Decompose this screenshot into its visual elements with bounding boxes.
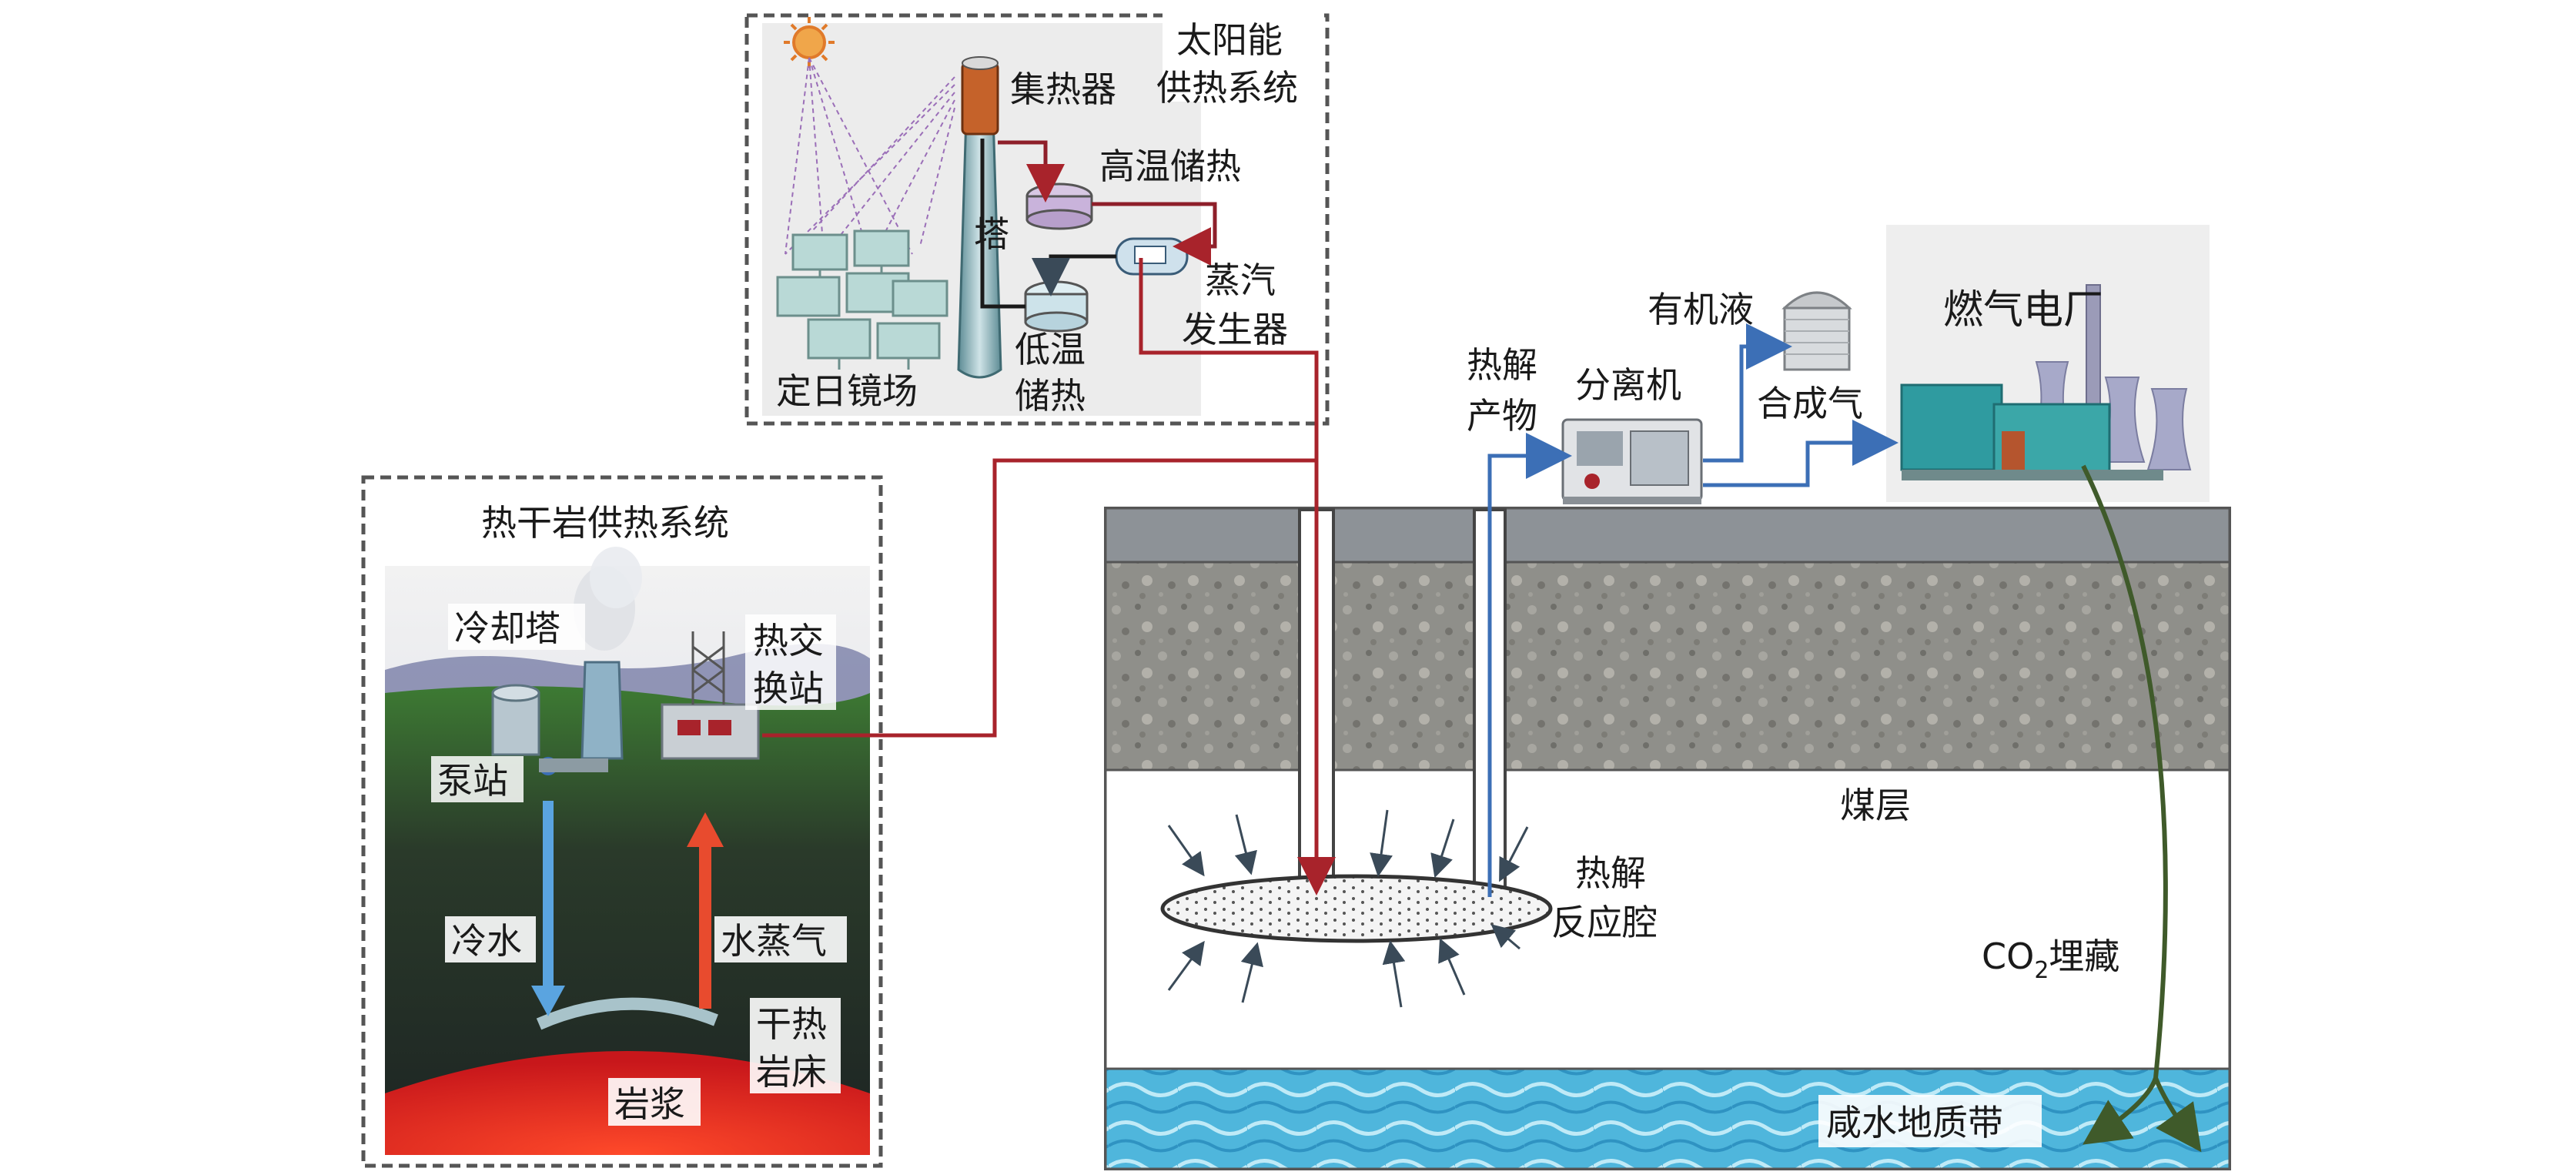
separator-icon bbox=[1561, 418, 1703, 504]
cooling-tower-label-bg bbox=[448, 604, 585, 650]
hdr-heat-exchange-arc bbox=[536, 997, 718, 1030]
overburden-rock-layer bbox=[1104, 561, 2231, 772]
heat-collector-icon bbox=[961, 62, 999, 136]
magma-label: 岩浆 bbox=[614, 1083, 685, 1125]
steam-arrow bbox=[687, 812, 724, 1009]
heat-exchange-label-line1: 热交 bbox=[753, 620, 824, 661]
sun-rays bbox=[785, 57, 955, 255]
collector-label: 集热器 bbox=[1010, 69, 1116, 110]
saline-aquifer-label: 咸水地质带 bbox=[1826, 1102, 2003, 1143]
steam-generator-label-line2: 发生器 bbox=[1182, 309, 1288, 350]
co2-storage-line bbox=[2081, 464, 2168, 1145]
heliostat-field-label: 定日镜场 bbox=[776, 370, 918, 412]
hdr-ground bbox=[385, 686, 870, 1155]
heat-exchange-station-icon bbox=[661, 631, 760, 760]
solar-heat-line bbox=[1139, 258, 1336, 895]
low-temp-storage-label-line2: 储热 bbox=[1015, 375, 1086, 417]
dry-hot-rock-label-line1: 干热 bbox=[756, 1003, 827, 1045]
steam-generator-icon bbox=[1115, 237, 1189, 276]
co2-prefix: CO bbox=[1982, 936, 2034, 977]
solar-title-line2: 供热系统 bbox=[1156, 67, 1298, 109]
tower-mark: 塔 bbox=[974, 213, 1009, 255]
solar-tower-icon: 塔 bbox=[957, 56, 1009, 379]
underground-section bbox=[1104, 507, 2231, 1170]
steam-label-bg bbox=[714, 916, 847, 962]
pump-station-label: 泵站 bbox=[437, 760, 508, 802]
co2-subscript: 2 bbox=[2034, 957, 2049, 984]
high-temp-storage-icon bbox=[1025, 182, 1093, 230]
coal-seam-label: 煤层 bbox=[1840, 785, 1911, 826]
cold-water-arrow bbox=[531, 801, 565, 1016]
surface-cap-layer bbox=[1104, 507, 2231, 564]
saline-aquifer-layer bbox=[1104, 1067, 2231, 1170]
gas-power-plant-label: 燃气电厂 bbox=[1943, 287, 2103, 333]
solar-internal-pipes bbox=[980, 139, 1217, 309]
syngas-line bbox=[1703, 420, 1899, 487]
solar-title-bg bbox=[1163, 8, 1324, 102]
cavity-label-line1: 热解 bbox=[1575, 852, 1646, 894]
cooling-tower-icon bbox=[574, 547, 642, 760]
steam-label: 水蒸气 bbox=[721, 920, 827, 962]
hdr-frame bbox=[361, 475, 883, 1168]
solar-heating-system: 塔 bbox=[744, 13, 1330, 426]
hdr-heat-line bbox=[762, 458, 1316, 738]
co2-storage-label: CO2埋藏 bbox=[1982, 936, 2119, 984]
pyrolysis-products-line bbox=[1487, 433, 1572, 897]
heat-exchange-label-line2: 换站 bbox=[753, 668, 824, 709]
solar-frame bbox=[744, 13, 1330, 426]
cavity-label-line2: 反应腔 bbox=[1551, 902, 1658, 943]
cold-water-label: 冷水 bbox=[451, 920, 522, 962]
low-temp-storage-icon bbox=[1024, 280, 1089, 333]
organic-liquid-label: 有机液 bbox=[1648, 289, 1754, 330]
gas-power-plant-icon bbox=[1886, 225, 2210, 502]
pressure-arrows bbox=[1167, 809, 1529, 1008]
hdr-title: 热干岩供热系统 bbox=[481, 502, 729, 544]
co2-storage-line-branch bbox=[2153, 1076, 2202, 1153]
steam-generator-label-line1: 蒸汽 bbox=[1205, 259, 1276, 301]
saline-aquifer-label-bg bbox=[1818, 1095, 2042, 1147]
high-temp-storage-label: 高温储热 bbox=[1099, 146, 1241, 187]
sun-icon bbox=[784, 17, 835, 68]
separator-label: 分离机 bbox=[1575, 364, 1681, 406]
cooling-tower-label: 冷却塔 bbox=[454, 608, 560, 649]
heliostat-field-icon bbox=[776, 229, 948, 370]
pyrolysis-products-label-line2: 产物 bbox=[1467, 395, 1537, 437]
low-temp-storage-label-line1: 低温 bbox=[1015, 329, 1086, 370]
magma-label-bg bbox=[608, 1078, 701, 1126]
pyrolysis-products-label-line1: 热解 bbox=[1467, 344, 1537, 386]
pump-station-icon bbox=[491, 684, 608, 775]
syngas-label: 合成气 bbox=[1757, 383, 1863, 424]
organic-liquid-line bbox=[1703, 323, 1792, 463]
dry-hot-rock-label-bg bbox=[750, 998, 841, 1093]
organic-liquid-tank-icon bbox=[1781, 291, 1852, 371]
pump-station-label-bg bbox=[431, 756, 524, 802]
co2-suffix: 埋藏 bbox=[2049, 936, 2119, 977]
cold-water-label-bg bbox=[445, 916, 536, 962]
heat-exchange-label-bg bbox=[745, 614, 836, 710]
dry-hot-rock-label-line2: 岩床 bbox=[756, 1051, 827, 1093]
solar-title-line1: 太阳能 bbox=[1176, 19, 1283, 61]
pyrolysis-cavity bbox=[1160, 809, 1553, 1008]
